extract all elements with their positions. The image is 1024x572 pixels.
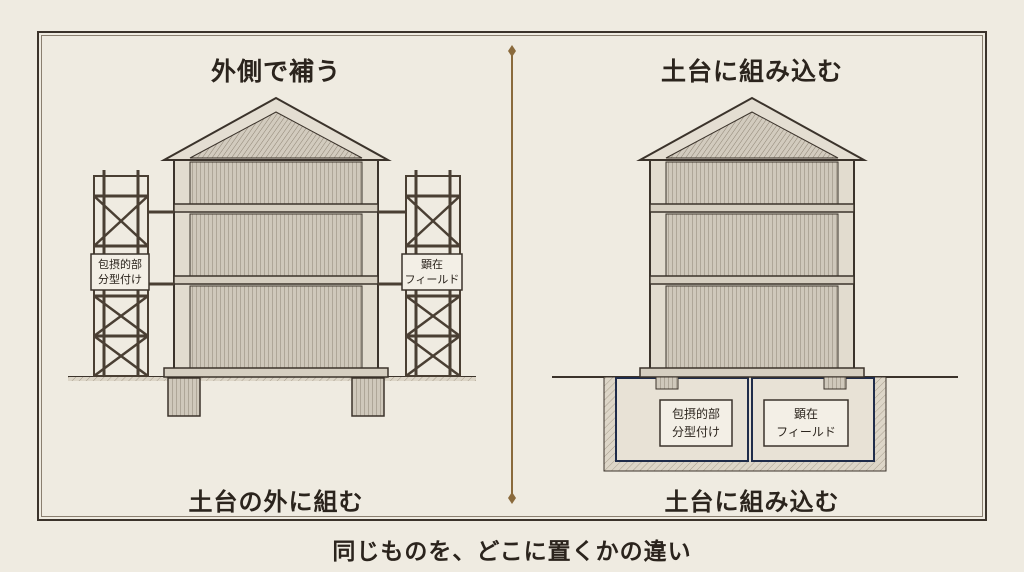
- left-sign-right-line2: フィールド: [405, 273, 460, 286]
- left-sign-left: [90, 253, 150, 291]
- right-box-right-line2: フィールド: [776, 425, 836, 439]
- right-floor-2: [665, 213, 839, 277]
- divider-bottom-diamond: [508, 492, 516, 504]
- left-ground-strip: [68, 377, 476, 381]
- right-foundation-cell-right: [751, 377, 875, 462]
- left-floor-1: [189, 285, 363, 369]
- left-footing-b: [351, 377, 385, 417]
- left-slab-3: [173, 203, 379, 213]
- left-sign-left-line2: 分型付け: [98, 272, 142, 286]
- left-panel-title: 外側で補う: [210, 57, 341, 86]
- right-floor-3: [665, 161, 839, 205]
- right-panel-title: 土台に組み込む: [660, 57, 843, 86]
- right-floor-1: [665, 285, 839, 369]
- right-box-left-line2: 分型付け: [672, 425, 720, 439]
- inner-frame: [41, 35, 983, 517]
- left-slab-2: [173, 275, 379, 285]
- right-box-right: [763, 399, 849, 447]
- right-house: [552, 96, 958, 472]
- left-attic: [189, 111, 363, 159]
- left-sign-right: [401, 253, 463, 291]
- left-panel-bottom-label: 土台の外に組む: [188, 488, 364, 516]
- right-panel-bottom-label: 土台に組み込む: [664, 488, 840, 516]
- diagram-caption: 同じものを、どこに置くかの違い: [332, 539, 692, 565]
- outer-frame: [37, 31, 987, 521]
- right-box-left: [659, 399, 733, 447]
- right-slab-2: [649, 275, 855, 285]
- left-sign-left-line1: 包摂的部: [98, 257, 142, 271]
- left-floor-3: [189, 161, 363, 205]
- right-base-slab: [639, 367, 865, 378]
- left-base-slab: [163, 367, 389, 378]
- right-foundation-cell-left: [615, 377, 749, 462]
- right-box-right-line1: 顕在: [794, 407, 818, 421]
- left-footing-a: [167, 377, 201, 417]
- left-house: [68, 96, 476, 417]
- right-box-left-line1: 包摂的部: [672, 406, 720, 421]
- left-floor-2: [189, 213, 363, 277]
- left-sign-right-line1: 顕在: [421, 258, 443, 271]
- right-slab-3: [649, 203, 855, 213]
- right-attic: [665, 111, 839, 159]
- divider-top-diamond: [508, 45, 516, 57]
